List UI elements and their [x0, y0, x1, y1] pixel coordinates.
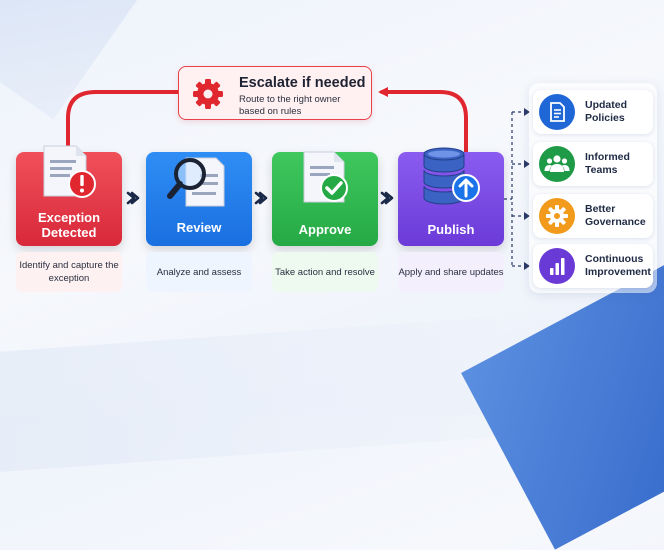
bar-chart-icon [550, 258, 565, 275]
flow-arrow-icon [254, 191, 268, 205]
outcome-icon-circle [539, 198, 575, 234]
magnifier-document-icon [167, 157, 225, 207]
approved-document-icon [303, 151, 348, 203]
outcome-icon-circle [539, 248, 575, 284]
stage-description: Identify and capture the exception [16, 252, 122, 292]
escalation-line-out [66, 90, 180, 154]
stage-description: Take action and resolve [272, 252, 378, 292]
team-icon [544, 155, 570, 172]
database-upload-icon [423, 147, 480, 205]
alert-document-icon [43, 145, 96, 198]
connector-lines [66, 87, 530, 270]
document-icon [550, 102, 565, 122]
outcome-icon-circle [539, 146, 575, 182]
outcome-continuous-improvement: Continuous Improvement [533, 244, 653, 288]
escalation-callout: Escalate if needed Route to the right ow… [178, 66, 372, 120]
outcome-label: Informed Teams [585, 151, 630, 176]
outcome-connectors [504, 111, 526, 267]
stage-exception-detected: Exception Detected [16, 145, 122, 246]
outcome-label: Continuous Improvement [585, 253, 651, 278]
escalation-title: Escalate if needed [239, 75, 366, 91]
outcome-informed-teams: Informed Teams [533, 142, 653, 186]
outcome-icon-circle [539, 94, 575, 130]
stage-approve: Approve [272, 151, 378, 246]
gear-icon [546, 205, 568, 227]
flow-arrow-icon [126, 191, 140, 205]
stage-description: Analyze and assess [146, 252, 252, 292]
outcome-label: Better Governance [585, 203, 646, 228]
stage-label: Exception Detected [37, 210, 101, 240]
escalation-subtitle: Route to the right owner based on rules [239, 94, 341, 117]
stage-description: Apply and share updates [398, 252, 504, 292]
gear-icon [193, 79, 223, 109]
stage-label: Review [176, 220, 222, 235]
stage-review: Review [146, 152, 252, 246]
flow-arrow-icon [380, 191, 394, 205]
stage-publish: Publish [398, 147, 504, 246]
stage-label: Approve [298, 222, 352, 237]
outcome-better-governance: Better Governance [533, 194, 653, 238]
stage-label: Publish [427, 222, 475, 237]
outcome-label: Updated Policies [585, 99, 627, 124]
escalation-line-back [378, 87, 468, 154]
outcome-updated-policies: Updated Policies [533, 90, 653, 134]
outcome-arrowheads [524, 108, 530, 270]
